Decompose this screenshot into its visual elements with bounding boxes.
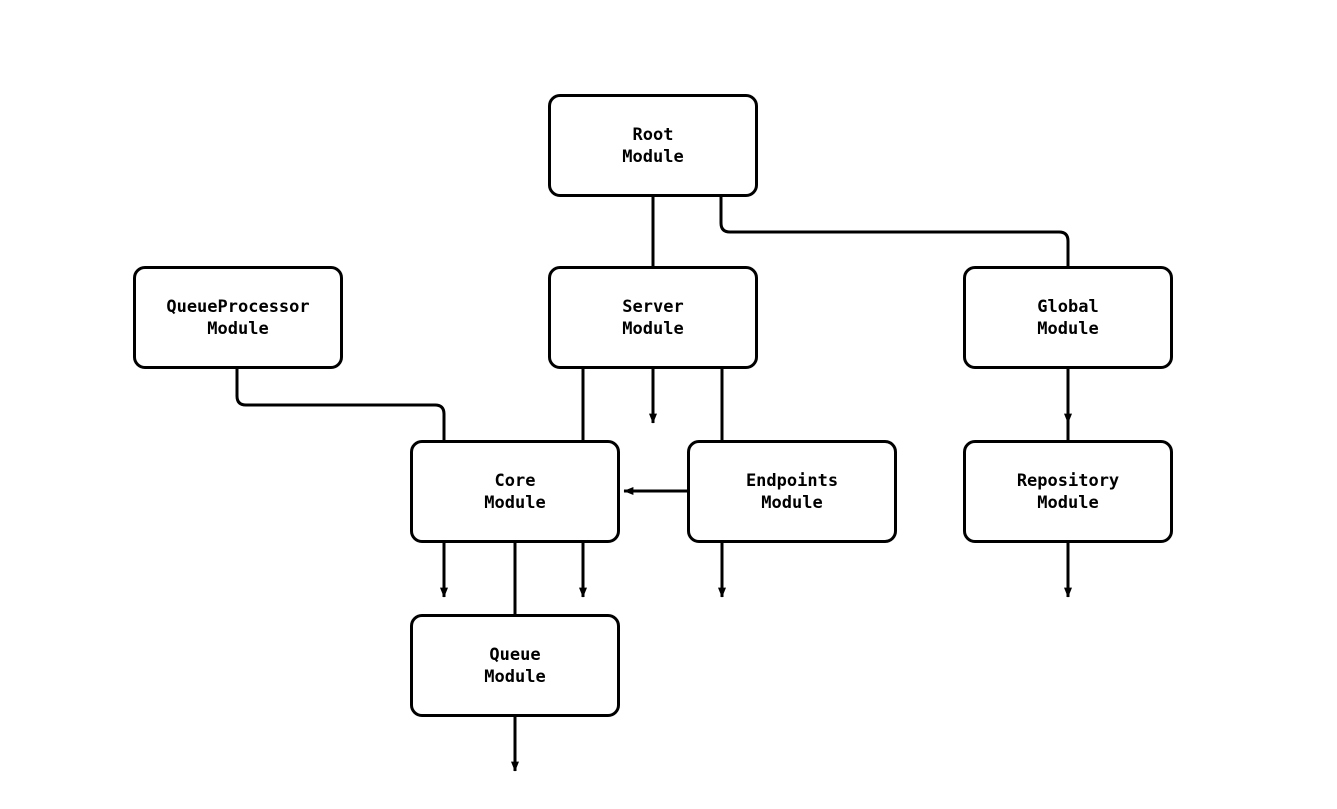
node-server-module-kind: Module — [622, 318, 684, 339]
node-queue-module[interactable]: Queue Module — [410, 614, 620, 717]
node-queue-module-kind: Module — [484, 666, 546, 687]
node-root-module-kind: Module — [622, 146, 684, 167]
node-core-module-kind: Module — [484, 492, 546, 513]
node-queueprocessor-module[interactable]: QueueProcessor Module — [133, 266, 343, 369]
node-global-module-kind: Module — [1037, 318, 1099, 339]
node-repository-module-kind: Module — [1037, 492, 1099, 513]
node-core-module-name: Core — [494, 470, 536, 491]
node-endpoints-module-name: Endpoints — [745, 470, 839, 491]
node-endpoints-module[interactable]: Endpoints Module — [687, 440, 897, 543]
node-repository-module-name: Repository — [1016, 470, 1120, 491]
node-global-module[interactable]: Global Module — [963, 266, 1173, 369]
node-queueprocessor-module-name: QueueProcessor — [166, 296, 310, 317]
node-root-module[interactable]: Root Module — [548, 94, 758, 197]
node-repository-module[interactable]: Repository Module — [963, 440, 1173, 543]
node-server-module-name: Server — [622, 296, 684, 317]
node-root-module-name: Root — [632, 124, 674, 145]
node-queue-module-name: Queue — [489, 644, 541, 665]
node-server-module[interactable]: Server Module — [548, 266, 758, 369]
node-endpoints-module-kind: Module — [761, 492, 823, 513]
node-queueprocessor-module-kind: Module — [207, 318, 269, 339]
node-core-module[interactable]: Core Module — [410, 440, 620, 543]
node-global-module-name: Global — [1037, 296, 1099, 317]
